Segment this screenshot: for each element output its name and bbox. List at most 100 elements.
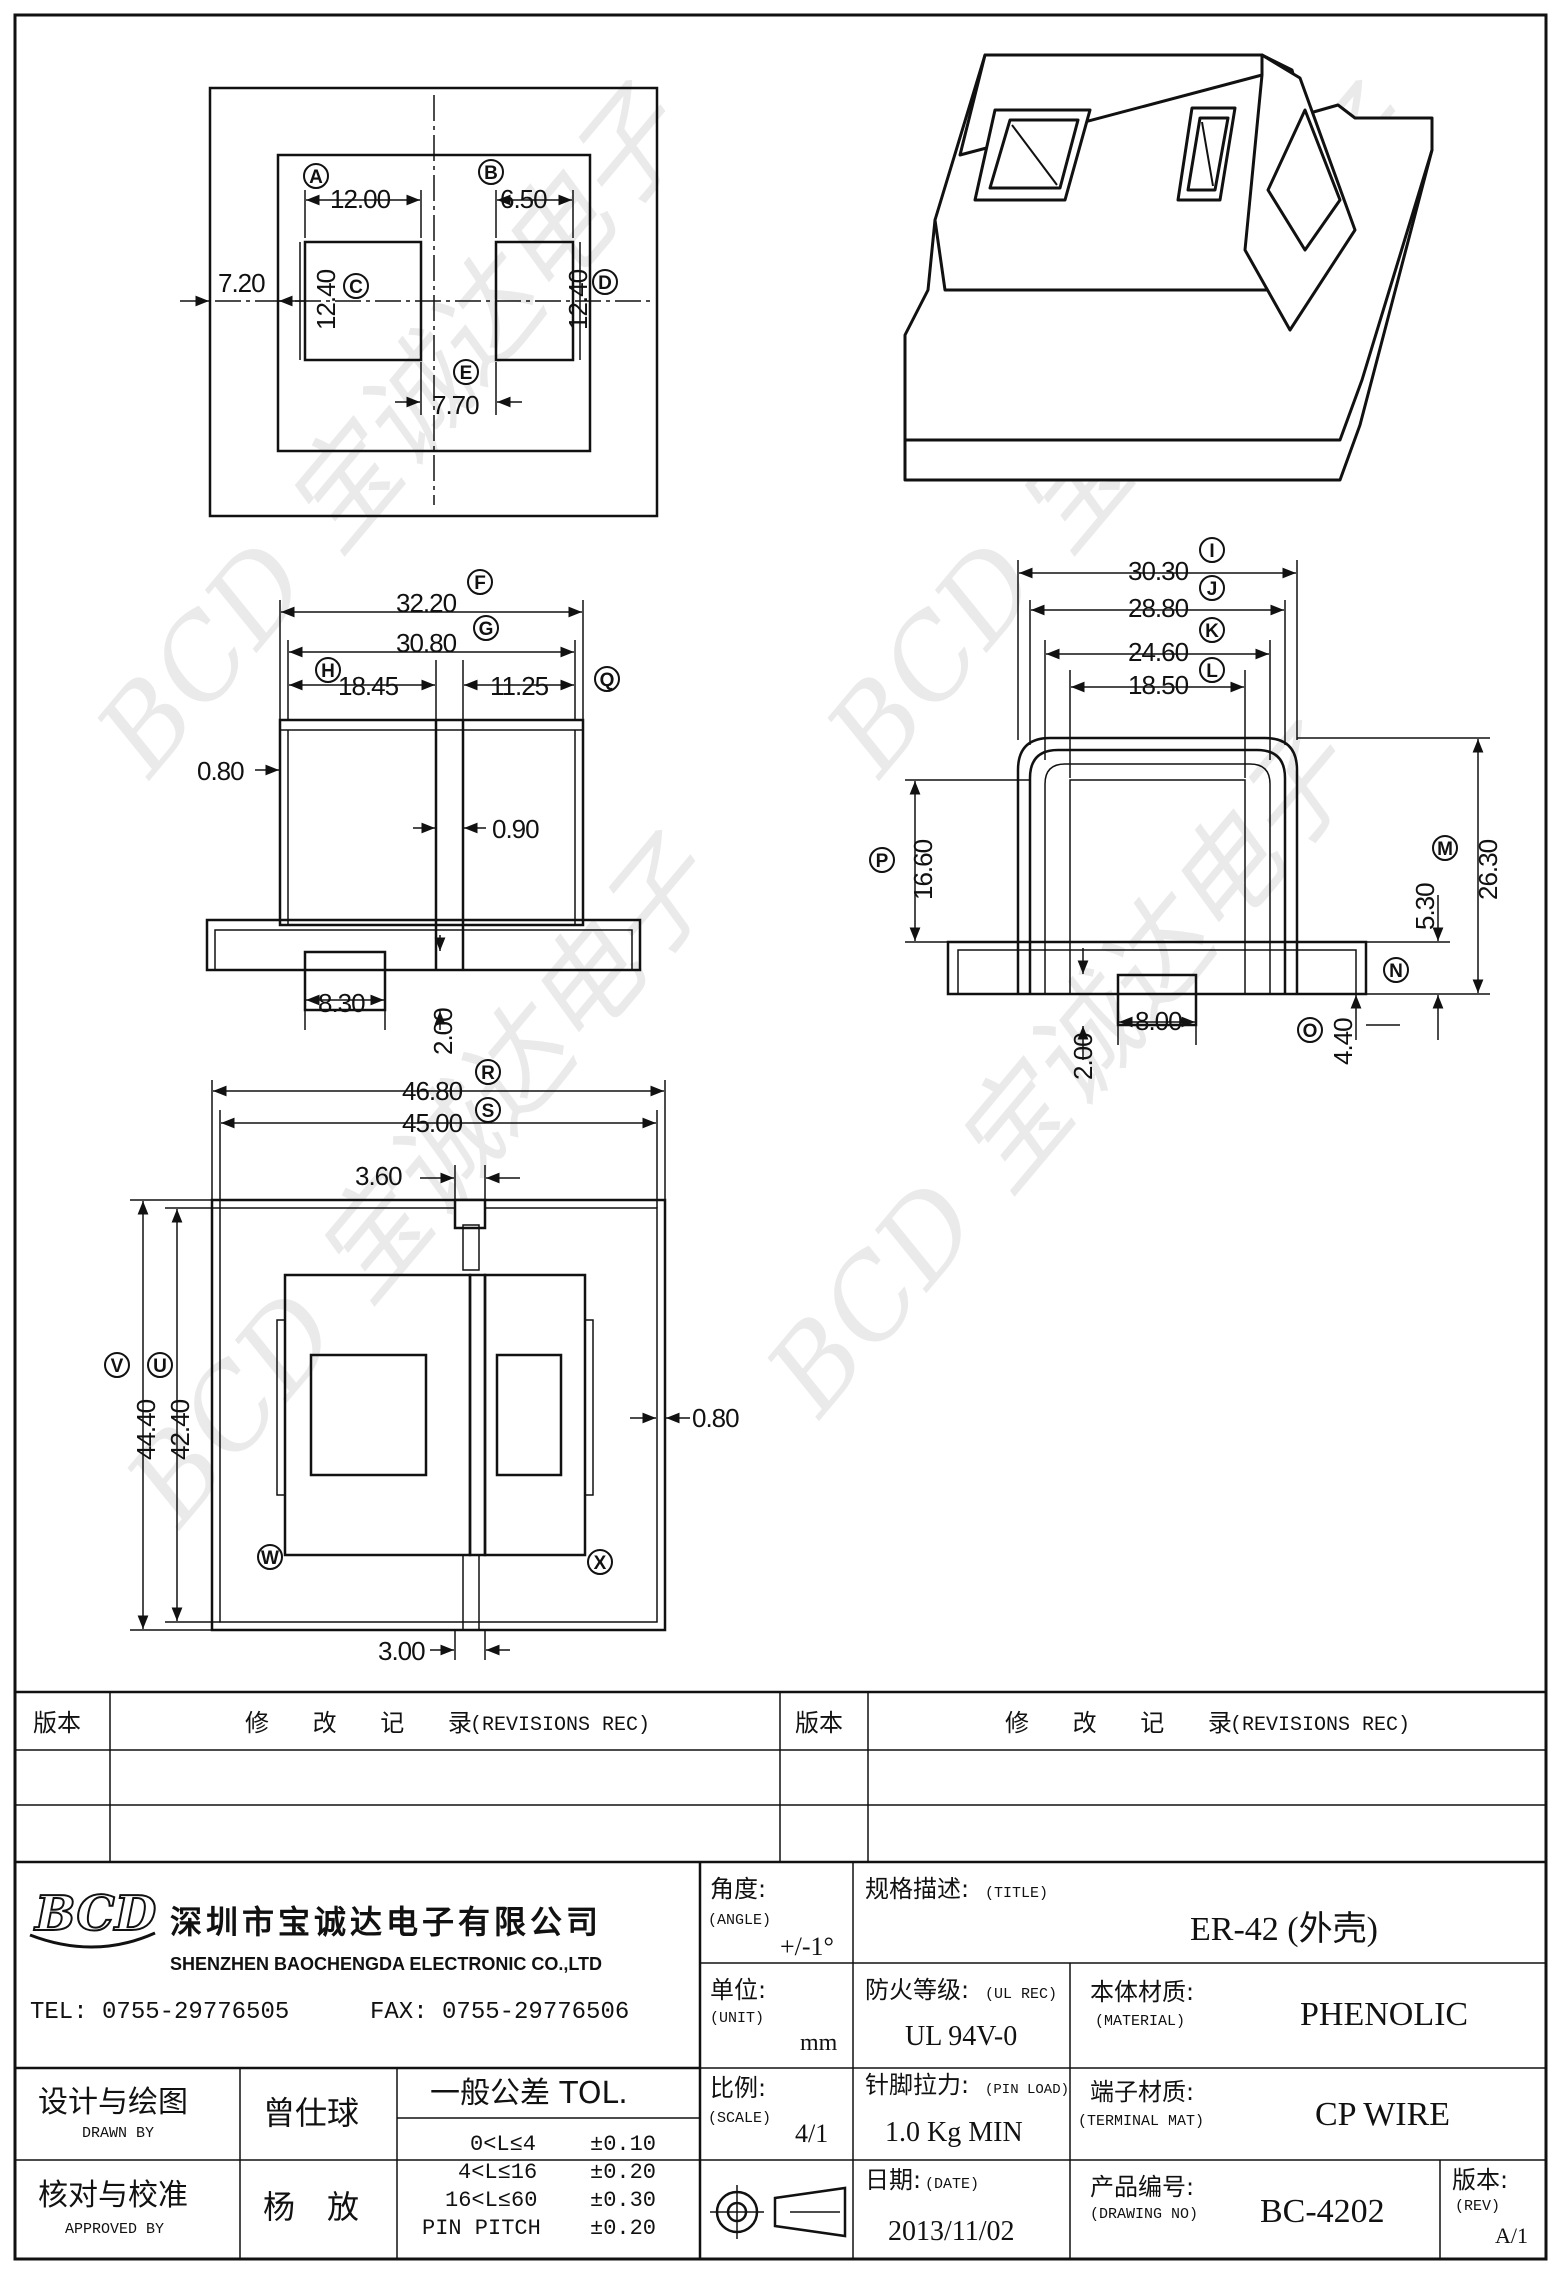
dim-side-26-30: 26.30 [1473,839,1503,900]
marker-j: J [1199,575,1225,601]
company-logo: BCD [29,1885,158,1949]
date-label: 日期: [865,2166,921,2194]
marker-k: K [1199,617,1225,643]
marker-f: F [467,569,493,595]
rev-records-label-left: 修 改 记 录 [245,1709,490,1737]
dim-side-2-00: 2.00 [1068,1033,1098,1080]
marker-i: I [1199,537,1225,563]
svg-text:P: P [876,851,889,872]
marker-d: D [592,269,618,295]
rev-label-en: (REV) [1455,2198,1500,2215]
marker-e: E [453,359,479,385]
angle-value: +/-1° [780,1932,834,1961]
dim-side-16-60: 16.60 [908,839,938,900]
rev-version-label-left: 版本 [33,1709,81,1737]
marker-a: A [303,163,329,189]
marker-p: P [869,847,895,873]
front-view-labels: 32.20 30.80 18.45 11.25 0.80 0.90 8.30 2… [197,569,620,1055]
svg-text:Q: Q [600,670,615,691]
dim-bottom-42-40: 42.40 [165,1399,195,1460]
svg-text:L: L [1206,661,1218,682]
approved-value: 杨 放 [263,2188,359,2226]
tol-range-3: 16<L≤60 [445,2188,537,2213]
dim-side-24-60: 24.60 [1128,637,1189,667]
terminal-label: 端子材质: [1090,2078,1194,2106]
pin-load-label-en: (PIN LOAD) [985,2082,1069,2098]
marker-b: B [478,159,504,185]
svg-text:K: K [1205,621,1219,642]
dim-side-28-80: 28.80 [1128,593,1189,623]
dim-front-8-30: 8.30 [318,988,365,1018]
dim-bottom-46-80: 46.80 [402,1076,463,1106]
marker-r: R [475,1059,501,1085]
date-value: 2013/11/02 [888,2216,1015,2247]
dim-side-30-30: 30.30 [1128,556,1189,586]
svg-text:E: E [460,363,473,384]
tol-value-1: ±0.10 [590,2132,656,2157]
material-label: 本体材质: [1090,1978,1194,2006]
side-view-labels: 30.30 28.80 24.60 18.50 16.60 26.30 5.30… [869,537,1503,1080]
scale-value: 4/1 [795,2119,828,2148]
approved-label-en: APPROVED BY [65,2221,164,2238]
svg-text:D: D [598,273,612,294]
front-view [205,600,642,1030]
marker-v: V [104,1352,130,1378]
dim-side-4-40: 4.40 [1328,1018,1358,1065]
marker-l: L [1199,657,1225,683]
ul-label: 防火等级: [865,1976,969,2004]
title-block [15,1690,1546,2259]
dim-side-8-00: 8.00 [1135,1006,1182,1036]
marker-o: O [1297,1017,1323,1043]
dim-top-12-40-left: 12.40 [311,269,341,330]
marker-g: G [473,615,499,641]
marker-u: U [147,1352,173,1378]
svg-text:I: I [1209,541,1214,562]
top-view [180,86,659,518]
date-label-en: (DATE) [925,2176,979,2193]
drawing-no-label: 产品编号: [1090,2173,1194,2201]
dim-front-11-25: 11.25 [490,671,549,701]
svg-text:W: W [261,1548,279,1569]
dim-front-0-80: 0.80 [197,756,244,786]
svg-text:G: G [479,619,494,640]
dim-top-7-70: 7.70 [432,390,479,420]
bottom-view [130,1080,690,1660]
scale-label: 比例: [710,2074,766,2102]
svg-text:U: U [153,1356,167,1377]
dim-top-12-00: 12.00 [330,184,391,214]
title-block-texts: 版本 修 改 记 录 (REVISIONS REC) 版本 修 改 记 录 (R… [30,1709,1528,2248]
svg-text:J: J [1207,579,1218,600]
company-fax: FAX: 0755-29776506 [370,1999,629,2026]
dim-side-18-50: 18.50 [1128,670,1189,700]
ul-label-en: (UL REC) [985,1986,1057,2003]
title-label-en: (TITLE) [985,1885,1048,1902]
rev-records-label-right: 修 改 记 录 [1005,1709,1250,1737]
dim-bottom-3-60: 3.60 [355,1161,402,1191]
unit-label: 单位: [710,1976,766,2004]
tolerance-title: 一般公差 TOL. [430,2076,628,2111]
svg-text:M: M [1437,839,1453,860]
tol-range-4: PIN PITCH [422,2216,541,2241]
dim-side-5-30: 5.30 [1410,883,1440,930]
pin-load-label: 针脚拉力: [865,2071,969,2099]
marker-x: X [587,1549,613,1575]
angle-label: 角度: [710,1875,766,1903]
rev-version-label-right: 版本 [795,1709,843,1737]
rev-value: A/1 [1495,2223,1528,2248]
unit-label-en: (UNIT) [710,2010,764,2027]
dim-bottom-44-40: 44.40 [131,1399,161,1460]
terminal-value: CP WIRE [1315,2096,1450,2133]
dim-top-12-40-right: 12.40 [563,269,593,330]
dim-front-18-45: 18.45 [338,671,399,701]
tol-value-2: ±0.20 [590,2160,656,2185]
svg-text:C: C [349,277,363,298]
drawing-no-value: BC-4202 [1260,2193,1385,2230]
svg-text:B: B [484,163,498,184]
top-view-labels: 12.00 6.50 7.20 12.40 12.40 7.70 A B C D… [218,159,618,420]
marker-w: W [257,1544,283,1570]
watermark-3: BCD 宝诚达电子 [741,705,1385,1438]
side-view [905,560,1490,1060]
svg-text:S: S [482,1101,495,1122]
tol-value-3: ±0.30 [590,2188,656,2213]
